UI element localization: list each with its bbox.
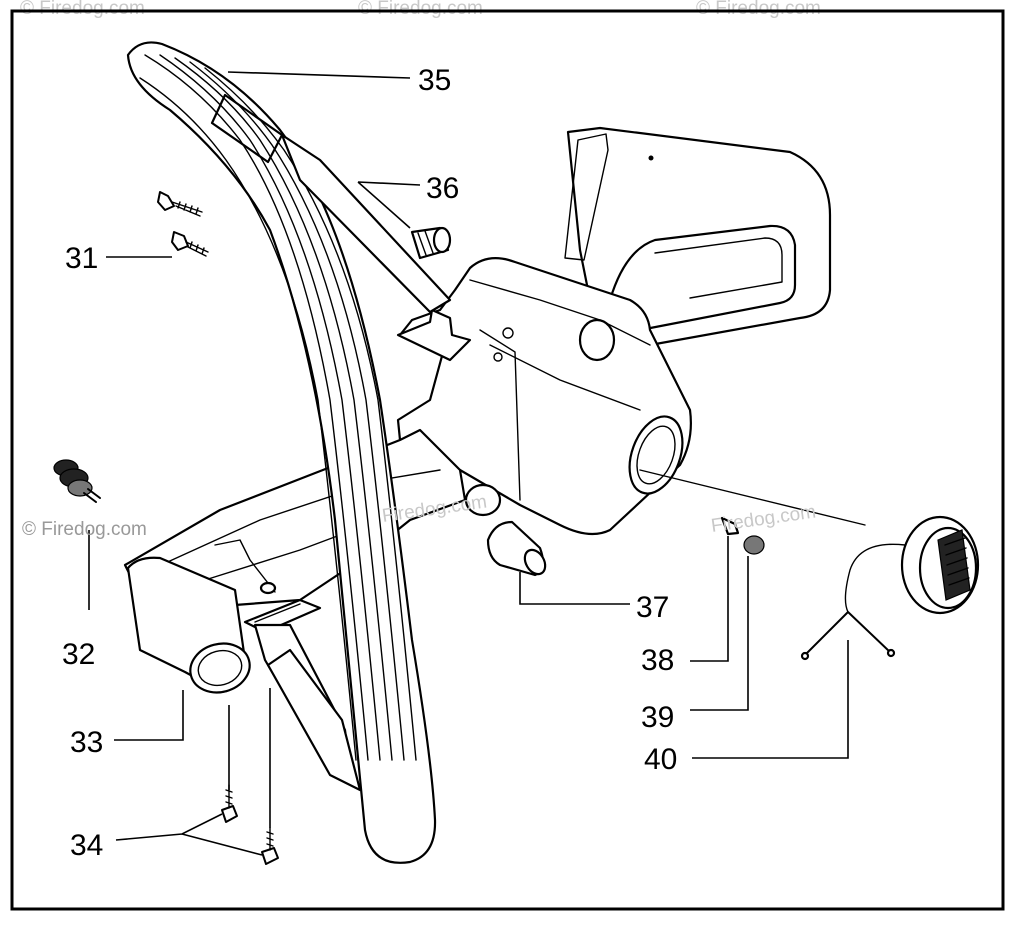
screw-31b-thread xyxy=(185,241,209,257)
leader-assembly-axis xyxy=(639,469,866,526)
rib-1 xyxy=(144,54,369,761)
callout-34: 34 xyxy=(70,829,103,862)
body-small-hole xyxy=(493,352,503,362)
leader-39 xyxy=(690,556,749,711)
leader-36 xyxy=(357,181,421,229)
callout-35: 35 xyxy=(418,64,451,97)
leader-34-vertical xyxy=(228,688,271,828)
callout-36: 36 xyxy=(426,172,459,205)
buffer-low xyxy=(67,479,93,497)
screw-31a-thread xyxy=(171,201,203,217)
lower-arm-slot xyxy=(254,603,301,623)
retainer-end-right xyxy=(886,648,896,658)
body-bore-side xyxy=(628,415,684,495)
part-31-screws xyxy=(157,191,209,257)
top-handle xyxy=(566,126,832,347)
fuel-cap-grip xyxy=(937,529,971,601)
rib-6 xyxy=(139,77,357,761)
handle-dot xyxy=(648,155,654,161)
screw-31b-head xyxy=(171,231,189,251)
handle-bar-brace xyxy=(280,133,452,314)
body-edge-1 xyxy=(469,279,651,346)
retainer-end-left xyxy=(800,651,810,661)
diagram-frame xyxy=(10,9,1005,911)
part-34-screws xyxy=(221,784,279,865)
lower-arm-bracket xyxy=(214,539,276,593)
body-bore-upper xyxy=(578,318,616,362)
leader-33 xyxy=(114,690,184,741)
rib-5 xyxy=(204,67,417,761)
handle-slot xyxy=(564,133,609,261)
body-screw-hole xyxy=(502,327,514,339)
rib-4 xyxy=(189,61,405,761)
part-40-fuel-cap xyxy=(800,515,980,661)
callout-32: 32 xyxy=(62,638,95,671)
handle-bar-foot xyxy=(266,648,362,792)
callout-37: 37 xyxy=(636,591,669,624)
screw-31a-head xyxy=(157,191,175,211)
plug-ribs xyxy=(417,230,434,256)
filter-body xyxy=(743,535,765,555)
front-tube-inner xyxy=(197,649,243,687)
callout-numbers: 35 36 31 32 33 34 37 38 39 40 xyxy=(62,64,677,862)
leader-lines xyxy=(88,71,866,856)
leader-35 xyxy=(227,71,411,79)
handle-inner xyxy=(654,237,783,299)
callout-31: 31 xyxy=(65,242,98,275)
buffer-stem xyxy=(83,488,101,503)
watermark-main: © Firedog.com xyxy=(22,519,147,540)
lower-arm-pin xyxy=(259,581,277,595)
body-bore-inner xyxy=(636,425,676,485)
callout-33: 33 xyxy=(70,726,103,759)
part-32-buffer xyxy=(53,459,101,503)
callout-38: 38 xyxy=(641,644,674,677)
screw-34a-thread xyxy=(225,784,233,809)
part-37-cap xyxy=(486,520,547,577)
screw-34b-thread xyxy=(266,827,274,851)
callout-39: 39 xyxy=(641,701,674,734)
body-edge-3 xyxy=(479,329,521,501)
leader-38 xyxy=(690,536,729,662)
watermark-mid-right: Firedog.com xyxy=(710,501,818,536)
leader-34 xyxy=(115,813,263,856)
plug-face xyxy=(432,226,452,254)
pin-body xyxy=(720,516,740,536)
body-edge-2 xyxy=(489,344,641,411)
fuel-cap-grip-ribs xyxy=(944,537,970,586)
front-tube-opening xyxy=(189,642,251,694)
retainer-strap xyxy=(804,611,891,656)
leader-37 xyxy=(519,572,630,605)
part-38-pin xyxy=(720,516,740,536)
callout-40: 40 xyxy=(644,743,677,776)
body-notch-plate xyxy=(396,308,472,362)
front-handle-bar xyxy=(126,41,452,864)
handle-bar-cuff xyxy=(210,93,284,164)
lower-arm-edge-1 xyxy=(149,469,441,571)
leader-40 xyxy=(692,640,849,759)
part-36-plug xyxy=(410,226,452,260)
handle-housing xyxy=(123,126,832,782)
cap-end xyxy=(523,548,547,576)
retainer-cord xyxy=(844,543,906,613)
rib-2 xyxy=(159,54,381,761)
part-39-filter xyxy=(743,535,765,555)
rib-3 xyxy=(174,57,393,761)
